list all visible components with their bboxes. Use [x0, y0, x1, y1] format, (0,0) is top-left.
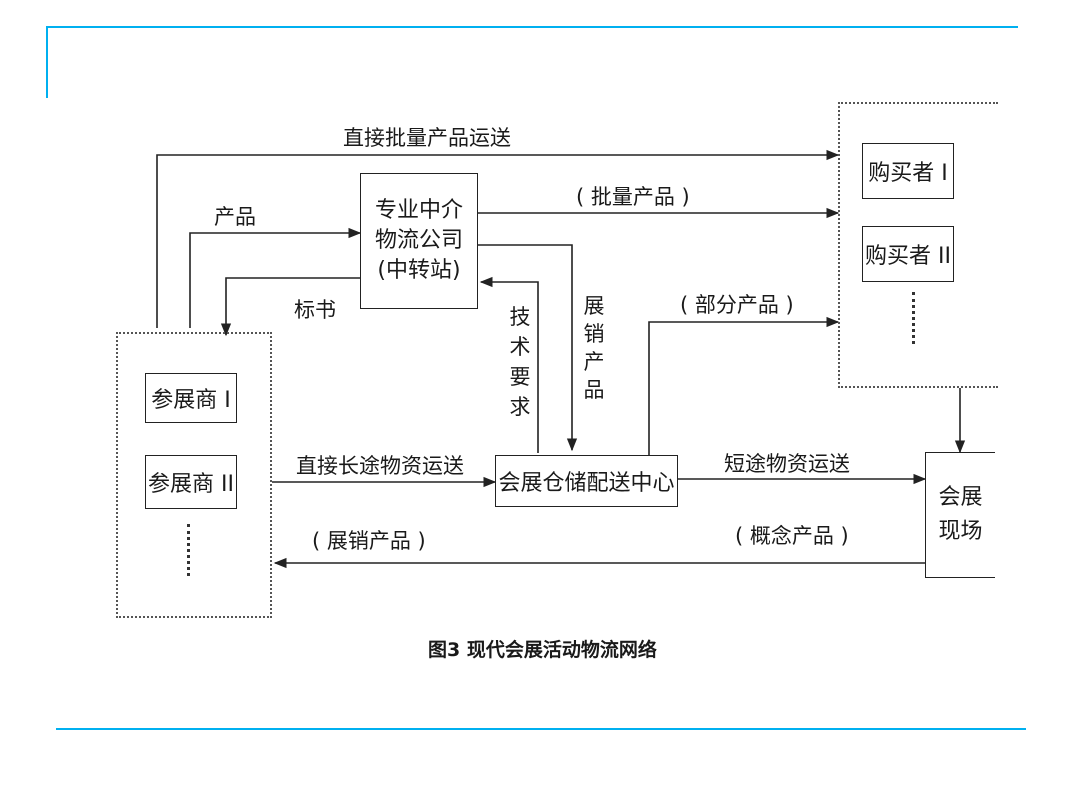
partial-product-arrow	[648, 316, 840, 478]
product-label: 产品	[214, 205, 256, 229]
exhibit-products-label: 展销产品	[583, 294, 605, 402]
exhibit-product-arrow	[478, 244, 578, 452]
exhibitor-2-box: 参展商 II	[145, 455, 237, 509]
buyers-group	[838, 102, 998, 388]
concept-product-label: ( 概念产品 )	[735, 524, 849, 548]
intermediary-line-1: 专业中介	[374, 198, 463, 223]
exhibitors-group	[116, 332, 272, 618]
tender-label: 标书	[294, 298, 336, 322]
tender-arrow	[220, 277, 362, 337]
warehouse-distribution-box: 会展仓储配送中心	[495, 455, 678, 507]
warehouse-label: 会展仓储配送中心	[498, 471, 675, 496]
exhibitor-1-label: 参展商 I	[151, 388, 231, 413]
tech-requirements-label: 技术要求	[509, 305, 531, 419]
partial-product-label: ( 部分产品 )	[680, 293, 794, 317]
buyer-1-label: 购买者 I	[868, 161, 948, 186]
exhibit-products-return-label: ( 展销产品 )	[312, 529, 426, 553]
product-arrow	[189, 227, 362, 328]
buyer-2-box: 购买者 II	[862, 226, 954, 282]
top-accent-rule	[46, 26, 1018, 28]
intermediary-line-3: (中转站)	[377, 258, 461, 283]
venue-line-2: 现场	[938, 519, 983, 544]
exhibitors-ellipsis	[187, 524, 196, 576]
exhibitor-1-box: 参展商 I	[145, 373, 237, 423]
intermediary-logistics-box: 专业中介 物流公司 (中转站)	[360, 173, 478, 309]
direct-bulk-arrow	[156, 149, 840, 328]
left-accent-rule	[46, 26, 48, 98]
figure-caption: 图3 现代会展活动物流网络	[428, 639, 657, 661]
buyer-2-label: 购买者 II	[865, 244, 951, 269]
long-haul-label: 直接长途物资运送	[296, 454, 464, 478]
tech-requirement-arrow	[479, 276, 539, 453]
exhibitor-2-label: 参展商 II	[148, 472, 234, 497]
venue-box: 会展 现场	[925, 452, 995, 578]
buyer-1-box: 购买者 I	[862, 143, 954, 199]
venue-line-1: 会展	[938, 485, 983, 510]
buyers-ellipsis	[912, 292, 921, 344]
short-haul-label: 短途物资运送	[724, 452, 850, 476]
direct-bulk-label: 直接批量产品运送	[343, 126, 511, 150]
intermediary-line-2: 物流公司	[374, 228, 463, 253]
bulk-product-label: ( 批量产品 )	[576, 185, 690, 209]
bottom-accent-rule	[56, 728, 1026, 730]
